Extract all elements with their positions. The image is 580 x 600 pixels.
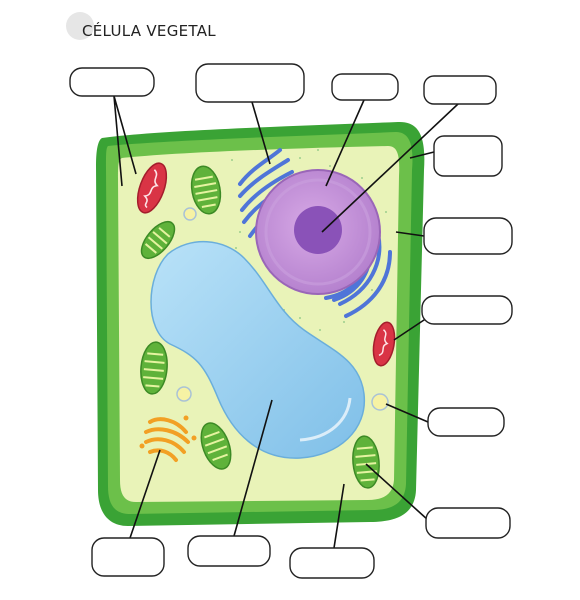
chloroplast-3	[140, 341, 168, 395]
label-box-2[interactable]	[195, 63, 305, 103]
chloroplast-2	[140, 220, 176, 260]
label-box-5[interactable]	[433, 135, 503, 177]
label-box-12[interactable]	[289, 547, 375, 579]
label-box-6[interactable]	[423, 217, 513, 255]
chloroplast-4	[200, 422, 232, 470]
title-badge	[66, 12, 94, 40]
label-box-1[interactable]	[69, 67, 155, 97]
chloroplast-1	[190, 165, 222, 215]
diagram-title: CÉLULA VEGETAL	[82, 22, 216, 40]
label-boxes	[69, 63, 513, 579]
vesicle-3	[371, 393, 389, 411]
leader-lines	[113, 95, 459, 549]
vesicle-1	[183, 207, 197, 221]
mitochondrion-top	[136, 162, 168, 214]
golgi-body	[139, 415, 197, 462]
label-box-4[interactable]	[423, 75, 497, 105]
vacuole	[150, 241, 366, 459]
vesicle-2	[176, 386, 192, 402]
label-box-10[interactable]	[91, 537, 165, 577]
label-box-7[interactable]	[421, 295, 513, 325]
label-box-8[interactable]	[427, 407, 505, 437]
mitochondrion-right	[372, 321, 396, 367]
nucleolus	[294, 206, 342, 254]
label-box-9[interactable]	[425, 507, 511, 539]
label-box-3[interactable]	[331, 73, 399, 101]
label-box-11[interactable]	[187, 535, 271, 567]
